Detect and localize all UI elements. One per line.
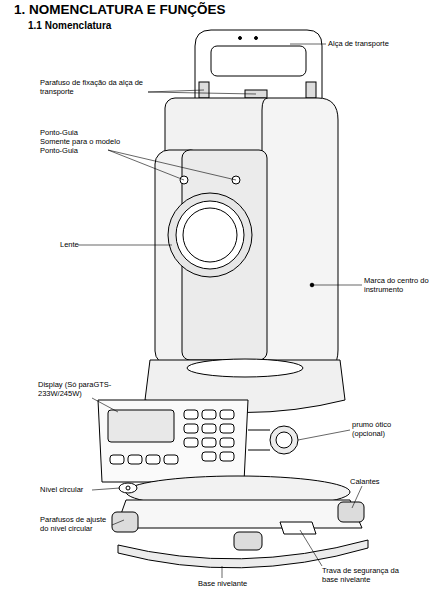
key <box>184 424 198 433</box>
part-name: Parafuso de fixação da alça de transport… <box>40 78 146 96</box>
circular-level <box>119 483 137 493</box>
key <box>184 438 198 447</box>
key <box>202 410 216 419</box>
part-name: Base nivelante <box>198 579 268 588</box>
leader-lines <box>78 44 362 578</box>
key <box>184 410 198 419</box>
part-name: Trava de segurança da base nivelante <box>322 566 412 584</box>
leader-line <box>298 430 350 440</box>
part-name: Nível circular <box>40 485 100 494</box>
part-name: Alça de transporte <box>328 39 418 48</box>
handle-dot <box>255 37 258 40</box>
subsection-heading: 1.1 Nomenclatura <box>28 20 148 32</box>
section-title: 1. NOMENCLATURA E FUNÇÕES <box>14 2 226 17</box>
key <box>220 410 234 419</box>
right-standard <box>262 98 338 372</box>
leader-line <box>312 285 362 286</box>
foot-screw <box>234 532 262 550</box>
leader-line <box>222 566 223 578</box>
carrying-handle <box>195 30 322 98</box>
lens-inner <box>183 208 237 262</box>
foot-screw <box>112 512 138 532</box>
part-note: Somente para o modelo Ponto-Guia <box>40 137 124 155</box>
part-name: prumo ótico (opcional) <box>352 420 410 438</box>
key <box>220 438 234 447</box>
level-bubble <box>126 486 130 490</box>
handle-dot <box>239 37 242 40</box>
lens-rim <box>168 193 252 277</box>
key <box>202 452 216 461</box>
leader-line <box>112 520 124 525</box>
key <box>220 452 234 461</box>
part-name: Calantes <box>350 477 400 486</box>
key <box>220 424 234 433</box>
leader-line <box>290 44 326 45</box>
key <box>202 438 216 447</box>
key <box>128 455 142 464</box>
leader-line <box>352 486 362 508</box>
part-name: Lente <box>60 240 100 249</box>
display-panel <box>98 400 248 482</box>
display-screen <box>108 410 174 442</box>
optical-plummet <box>270 426 298 454</box>
keypad <box>110 410 234 464</box>
key <box>110 455 124 464</box>
leader-line <box>78 245 172 246</box>
leader-line <box>108 150 236 180</box>
base-plate <box>118 540 368 568</box>
plummet-eyepiece <box>276 432 292 448</box>
plummet-barrel <box>248 430 270 450</box>
leader-line <box>148 90 256 94</box>
leader-line <box>300 530 322 566</box>
tribrach-body <box>116 500 362 528</box>
leader-line <box>92 398 118 412</box>
key <box>146 455 160 464</box>
part-name: Marca do centro do instrumento <box>364 276 436 294</box>
lens <box>176 201 244 269</box>
handle-screw <box>306 82 316 98</box>
total-station <box>98 30 368 568</box>
alidade-ring <box>187 359 303 377</box>
handle-opening <box>211 46 306 76</box>
foot-screw <box>338 502 364 522</box>
key <box>202 424 216 433</box>
leader-line <box>92 488 120 490</box>
key <box>164 455 178 464</box>
part-name: Parafusos de ajuste do nível circular <box>40 515 114 533</box>
locking-lever <box>280 522 316 534</box>
part-name: Display (Só paraGTS-233W/245W) <box>38 380 134 398</box>
part-name: Ponto-Guia <box>40 128 120 137</box>
